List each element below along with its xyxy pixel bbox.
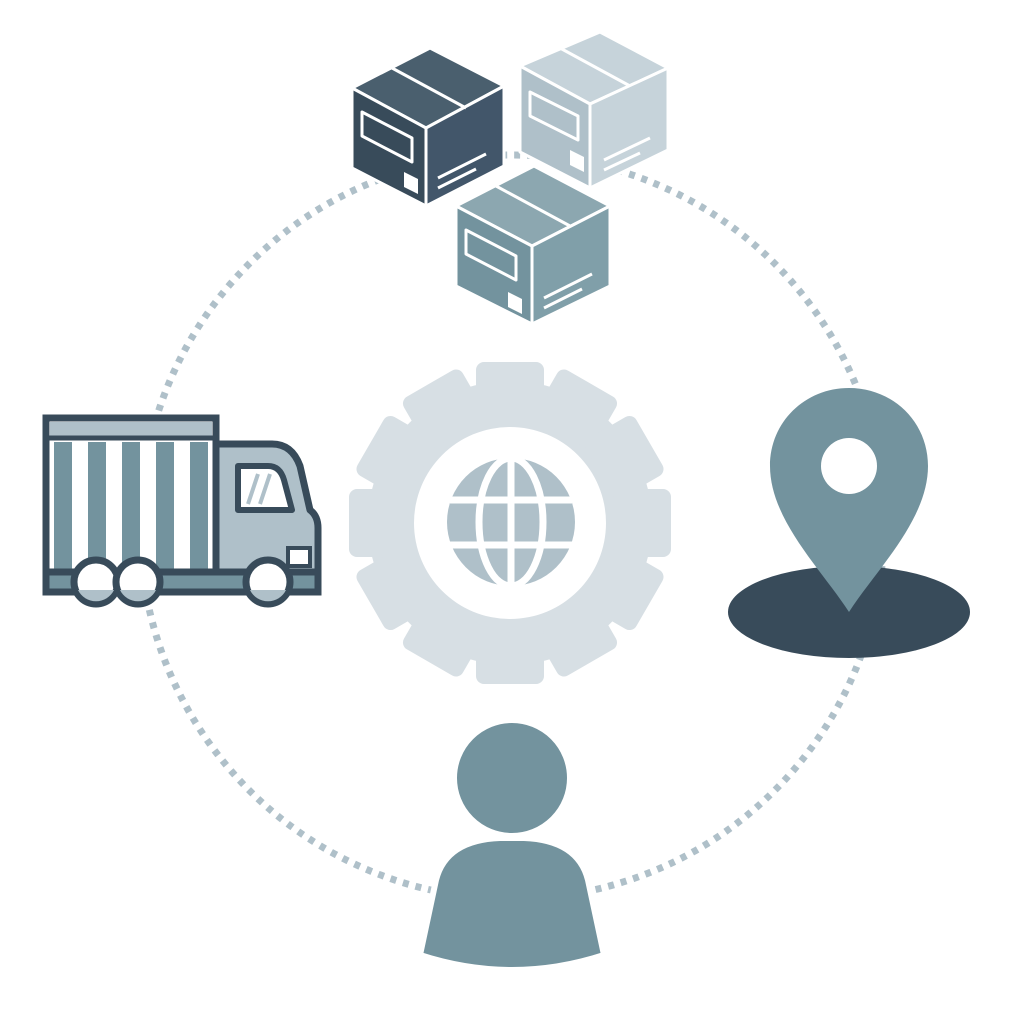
gear-icon [349, 362, 671, 684]
location-pin-marker [770, 388, 928, 612]
package-box-mid [454, 164, 612, 326]
truck-cab [212, 440, 322, 594]
packages-icon [350, 30, 670, 326]
person-head [451, 717, 573, 839]
delivery-truck-icon [42, 414, 322, 608]
gear-globe-icon [349, 362, 671, 684]
package-box-light [518, 30, 670, 190]
location-pin-icon [728, 388, 970, 658]
person-body [417, 835, 607, 973]
package-box-dark [350, 46, 506, 208]
globe-icon [447, 454, 575, 590]
person-icon [417, 717, 607, 973]
